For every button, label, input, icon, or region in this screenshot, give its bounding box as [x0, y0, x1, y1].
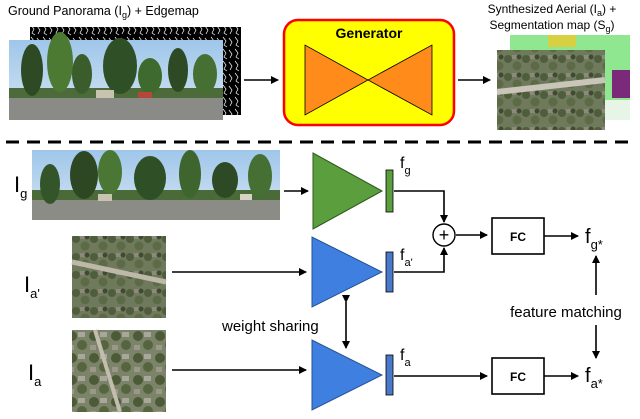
ground-panorama-image-top: [9, 32, 223, 120]
generator-label: Generator: [336, 25, 403, 41]
feature-bar-g: [385, 169, 394, 213]
ground-encoder: [312, 152, 384, 230]
feature-matching-label: feature matching: [510, 304, 622, 321]
generator-decoder-shape: [367, 44, 433, 116]
synthesized-aerial-label: Synthesized Aerial (Ia) +: [488, 2, 617, 18]
arrow-fa-prime-to-concat: [394, 247, 448, 273]
generator-encoder-shape: [304, 44, 369, 116]
aerial-encoder-top: [311, 236, 384, 308]
aerial-image-a: [72, 329, 166, 413]
feature-bar-a: [385, 354, 394, 396]
arrow-fg-to-concat: [394, 190, 448, 223]
label-f-a-star: fa*: [585, 365, 603, 391]
label-f-a-prime: fa': [400, 247, 413, 269]
label-I-g: Ig: [14, 172, 27, 201]
feature-bar-a-prime: [385, 251, 394, 293]
svg-text:FC: FC: [510, 230, 526, 244]
label-I-a: Ia: [28, 360, 42, 389]
svg-text:FC: FC: [510, 370, 526, 384]
ground-panorama-image: [32, 150, 280, 220]
fc-block-top: FC: [491, 217, 545, 255]
weight-sharing-label: weight sharing: [221, 318, 319, 335]
concat-operator: +: [432, 223, 456, 247]
label-f-a: fa: [400, 347, 411, 369]
label-I-a-prime: Ia': [24, 272, 40, 301]
aerial-image-a-prime: [71, 236, 167, 318]
aerial-encoder-bottom: [311, 339, 384, 411]
generator-block: Generator: [282, 18, 456, 127]
synthesized-aerial-image: [496, 50, 606, 130]
ground-panorama-label: Ground Panorama (Ig) + Edgemap: [8, 4, 199, 20]
svg-text:+: +: [439, 225, 450, 245]
label-f-g: fg: [400, 155, 411, 177]
label-f-g-star: fg*: [585, 226, 603, 252]
fc-block-bottom: FC: [491, 357, 545, 395]
segmentation-map-label: Segmentation map (Sg): [489, 18, 614, 34]
